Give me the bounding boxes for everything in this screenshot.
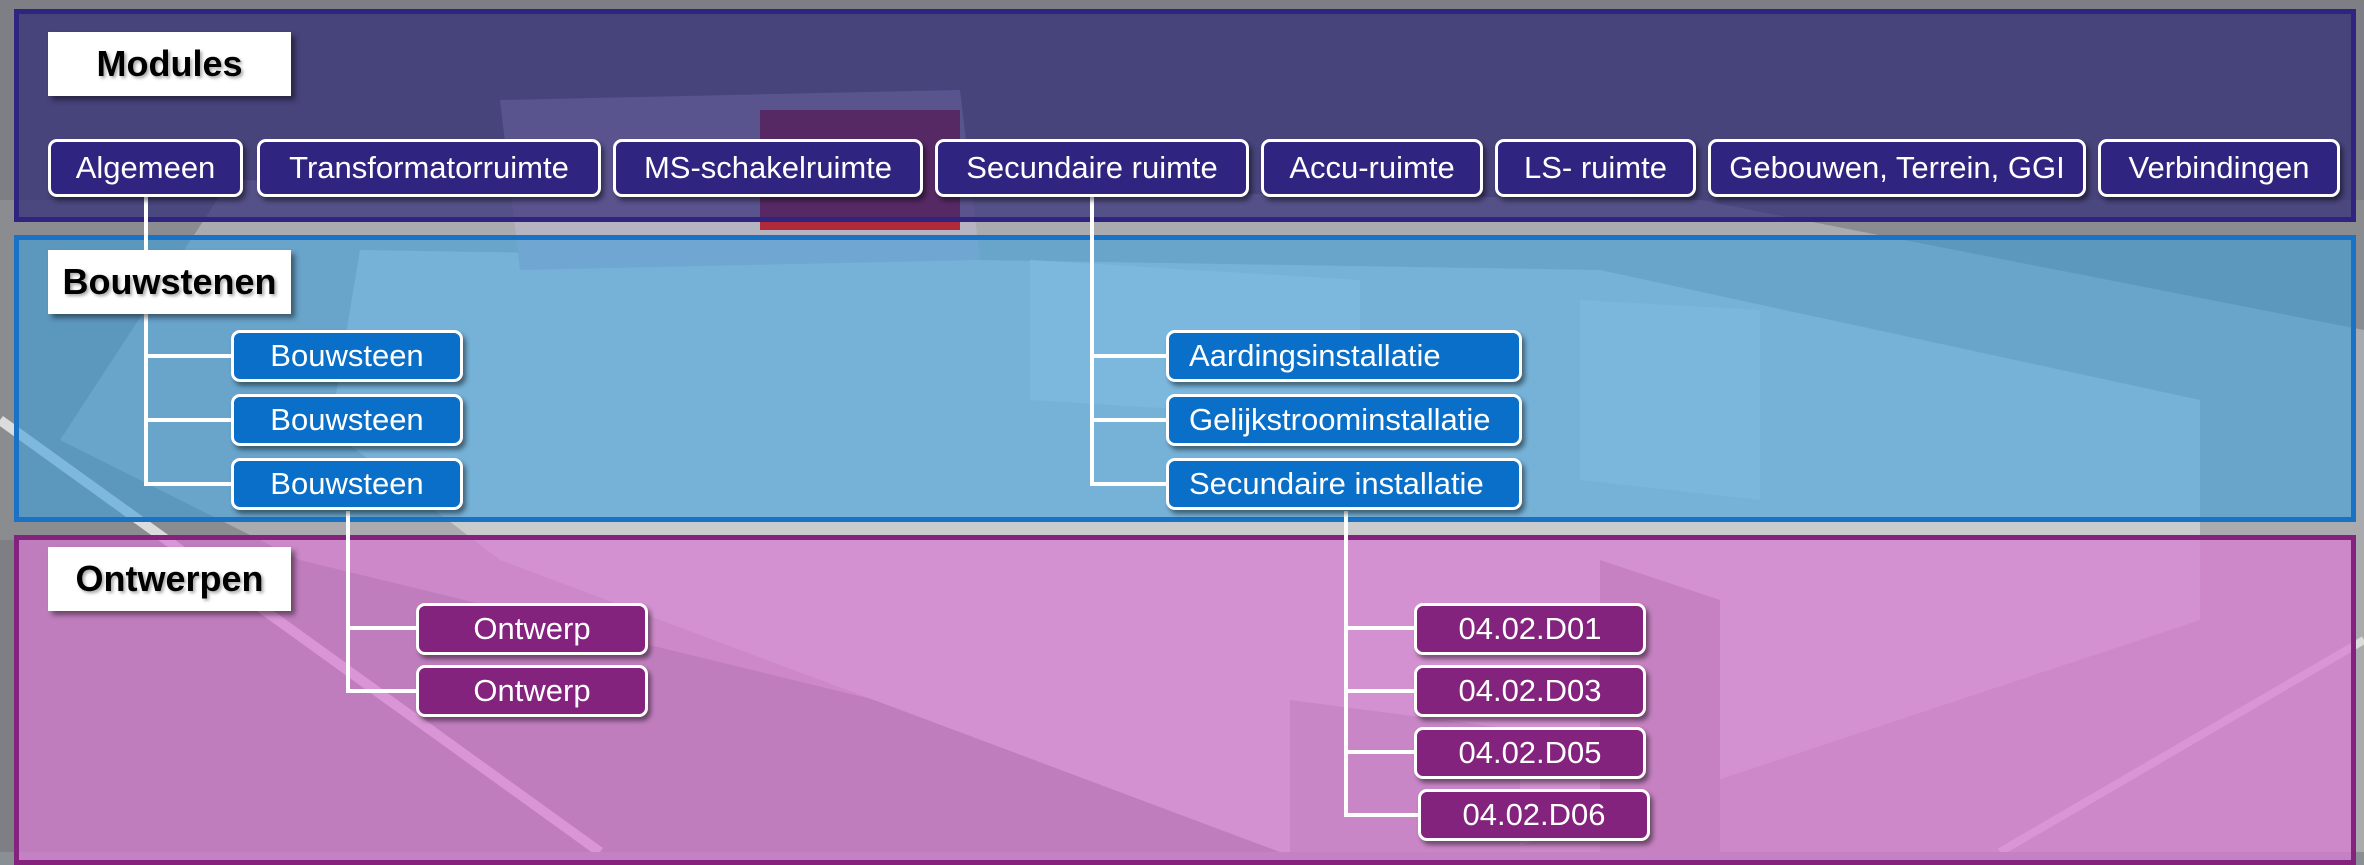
bouwsteen-1[interactable]: Bouwsteen xyxy=(231,330,463,382)
module-accu-ruimte[interactable]: Accu-ruimte xyxy=(1261,139,1483,197)
module-verbindingen[interactable]: Verbindingen xyxy=(2098,139,2340,197)
connector-secundaire-ruimte-installaties xyxy=(1090,193,1166,486)
module-gebouwen-terrein-ggi[interactable]: Gebouwen, Terrein, GGI xyxy=(1708,139,2086,197)
bouwstenen-title: Bouwstenen xyxy=(48,250,291,314)
connector-algemeen-bouwsteen xyxy=(144,197,231,486)
connector-bouwsteen-ontwerp xyxy=(346,511,416,693)
ontwerpen-band xyxy=(14,535,2356,865)
bouwsteen-secundaire-installatie[interactable]: Secundaire installatie xyxy=(1166,458,1522,510)
ontwerp-04-02-d03[interactable]: 04.02.D03 xyxy=(1414,665,1646,717)
ontwerp-1[interactable]: Ontwerp xyxy=(416,603,648,655)
bouwsteen-3[interactable]: Bouwsteen xyxy=(231,458,463,510)
ontwerp-04-02-d06[interactable]: 04.02.D06 xyxy=(1418,789,1650,841)
module-secundaire-ruimte[interactable]: Secundaire ruimte xyxy=(935,139,1249,197)
ontwerpen-title: Ontwerpen xyxy=(48,547,291,611)
bouwsteen-2[interactable]: Bouwsteen xyxy=(231,394,463,446)
connector-secundaire-installatie-documents xyxy=(1344,511,1418,817)
ontwerp-04-02-d01[interactable]: 04.02.D01 xyxy=(1414,603,1646,655)
module-algemeen[interactable]: Algemeen xyxy=(48,139,243,197)
modules-title: Modules xyxy=(48,32,291,96)
module-ms-schakelruimte[interactable]: MS-schakelruimte xyxy=(613,139,923,197)
module-ls-ruimte[interactable]: LS- ruimte xyxy=(1495,139,1696,197)
bouwsteen-gelijkstroominstallatie[interactable]: Gelijkstroominstallatie xyxy=(1166,394,1522,446)
ontwerp-04-02-d05[interactable]: 04.02.D05 xyxy=(1414,727,1646,779)
bouwsteen-aardingsinstallatie[interactable]: Aardingsinstallatie xyxy=(1166,330,1522,382)
module-transformatorruimte[interactable]: Transformatorruimte xyxy=(257,139,601,197)
ontwerp-2[interactable]: Ontwerp xyxy=(416,665,648,717)
